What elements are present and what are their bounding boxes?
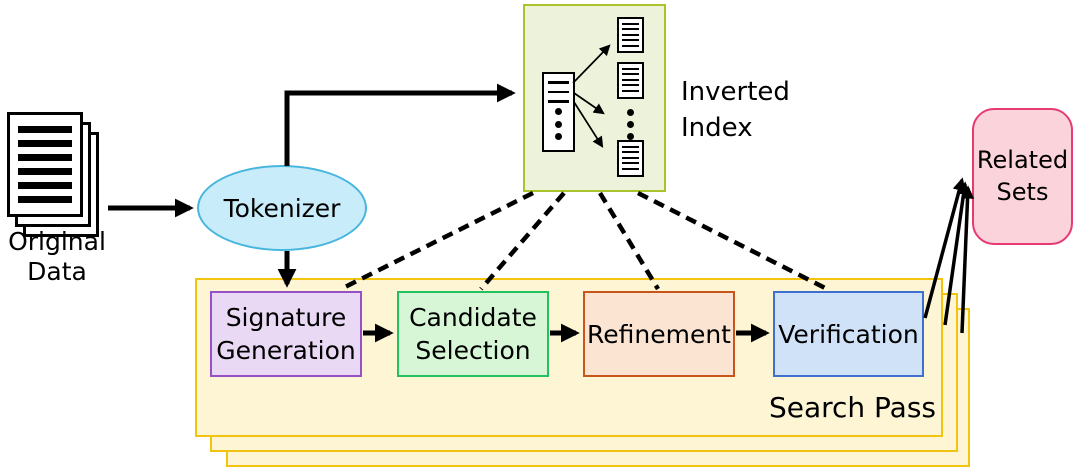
arrow-tokenizer-to-index bbox=[284, 83, 516, 166]
search-pass-label: Search Pass bbox=[768, 391, 936, 424]
step-label: Verification bbox=[778, 319, 919, 349]
dashed-index-to-candidate bbox=[479, 191, 566, 291]
ellipsis-dots-icon bbox=[626, 104, 634, 140]
step-refinement: Refinement bbox=[583, 291, 735, 377]
step-verification: Verification bbox=[773, 291, 924, 377]
step-candidate-selection: Candidate Selection bbox=[397, 291, 549, 377]
original-data-label: Original Data bbox=[8, 227, 106, 286]
related-sets-node: Related Sets bbox=[972, 108, 1073, 245]
posting-document-icon bbox=[617, 140, 644, 177]
term-list-icon bbox=[542, 72, 575, 152]
tokenizer-label: Tokenizer bbox=[223, 193, 341, 223]
step-signature-generation: Signature Generation bbox=[210, 291, 362, 377]
dashed-index-to-verification bbox=[636, 190, 829, 292]
step-label: Candidate Selection bbox=[409, 303, 537, 365]
step-label: Signature Generation bbox=[216, 303, 356, 365]
inverted-index-node bbox=[523, 4, 666, 192]
tokenizer-node: Tokenizer bbox=[197, 165, 367, 251]
dashed-index-to-refinement bbox=[598, 191, 660, 291]
inverted-index-label: Inverted Index bbox=[681, 77, 790, 144]
posting-document-icon bbox=[617, 62, 644, 99]
document-page-front bbox=[7, 112, 83, 217]
dashed-index-to-signature bbox=[339, 190, 535, 292]
related-sets-label: Related Sets bbox=[976, 146, 1069, 206]
posting-document-icon bbox=[617, 17, 644, 53]
step-label: Refinement bbox=[587, 319, 731, 349]
